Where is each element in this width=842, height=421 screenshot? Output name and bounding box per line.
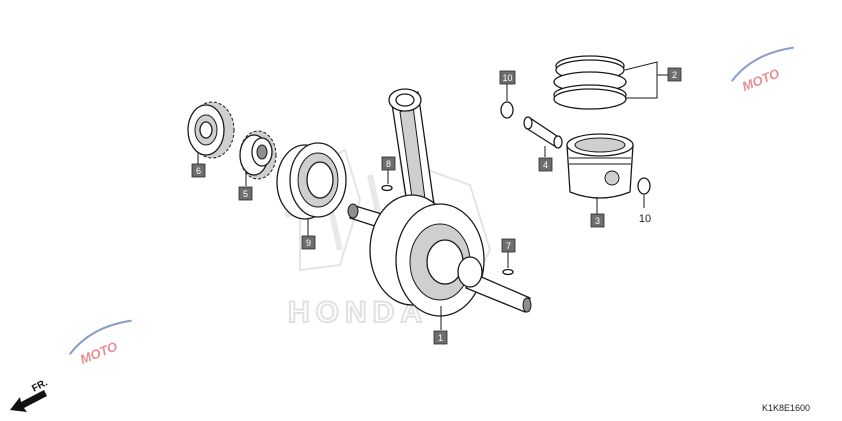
callout-6[interactable]: 6 xyxy=(191,163,206,178)
piston-pin-clip-right-part[interactable] xyxy=(637,177,651,195)
piston-ring-set-part[interactable] xyxy=(553,55,627,110)
primary-gear-part[interactable] xyxy=(187,101,235,159)
front-arrow-icon xyxy=(10,390,47,412)
moto-watermark-top: MOTO xyxy=(730,46,794,94)
piston-pin-clip-left-part[interactable] xyxy=(500,101,514,119)
callout-8[interactable]: 8 xyxy=(381,156,396,171)
leader-lines xyxy=(197,61,668,330)
callout-10-boxed[interactable]: 10 xyxy=(499,70,516,85)
callout-10-plain[interactable]: 10 xyxy=(639,195,651,225)
callout-9[interactable]: 9 xyxy=(301,235,316,250)
front-indicator: FR. xyxy=(10,377,50,412)
ball-bearing-part[interactable] xyxy=(276,142,347,220)
callout-7[interactable]: 7 xyxy=(501,238,516,253)
moto-watermark-bottom: MOTO xyxy=(68,319,132,367)
callout-4-label: 4 xyxy=(543,160,548,170)
woodruff-key-right-part[interactable] xyxy=(502,268,514,276)
piston-part[interactable] xyxy=(566,133,634,199)
drive-gear-part[interactable] xyxy=(239,130,277,180)
callout-9-label: 9 xyxy=(306,238,311,248)
callout-6-label: 6 xyxy=(196,166,201,176)
callout-5[interactable]: 5 xyxy=(238,186,253,201)
woodruff-key-left-part[interactable] xyxy=(381,184,393,192)
callout-4[interactable]: 4 xyxy=(538,157,553,172)
crankshaft-part[interactable] xyxy=(347,88,532,317)
callout-2[interactable]: 2 xyxy=(667,67,682,82)
callout-10-plain-label: 10 xyxy=(639,213,651,225)
callout-3-label: 3 xyxy=(595,216,600,226)
moto-watermark-text-bottom: MOTO xyxy=(78,339,120,367)
callout-1[interactable]: 1 xyxy=(433,330,448,345)
callout-7-label: 7 xyxy=(506,241,511,251)
callout-8-label: 8 xyxy=(386,159,391,169)
callout-2-label: 2 xyxy=(672,70,677,80)
moto-watermark-text-top: MOTO xyxy=(740,66,782,94)
callout-3[interactable]: 3 xyxy=(590,213,605,228)
piston-pin-part[interactable] xyxy=(523,116,563,149)
callout-5-label: 5 xyxy=(243,189,248,199)
front-indicator-label: FR. xyxy=(30,377,50,394)
callout-1-label: 1 xyxy=(438,333,443,343)
diagram-code: K1K8E1600 xyxy=(762,403,810,413)
callout-10-boxed-label: 10 xyxy=(502,73,512,83)
